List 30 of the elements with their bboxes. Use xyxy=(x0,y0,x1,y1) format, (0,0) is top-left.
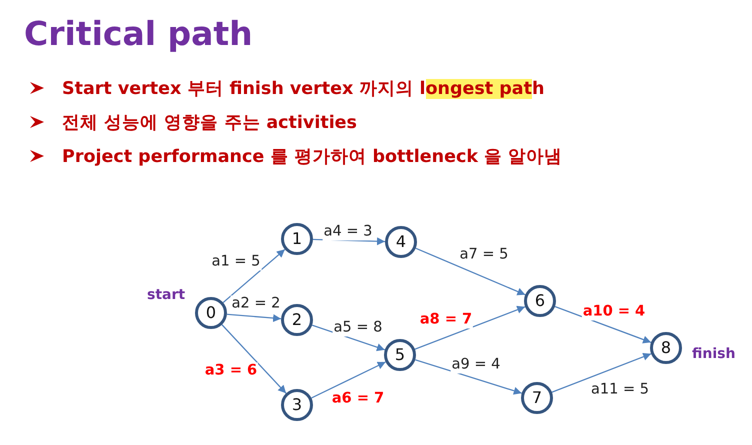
edge-label: a10 = 4 xyxy=(582,304,646,320)
vertex-caption: start xyxy=(147,287,186,303)
edge-label: a8 = 7 xyxy=(418,312,474,328)
vertex-circle: 2 xyxy=(281,304,313,336)
arrow xyxy=(414,306,526,350)
arrow xyxy=(222,248,286,304)
vertex-circle: 8 xyxy=(650,332,682,364)
slide-title: Critical path xyxy=(24,14,253,53)
edge-label: a1 = 5 xyxy=(210,254,262,270)
bullet-text: Start vertex 부터 finish vertex 까지의 longest path xyxy=(62,78,544,100)
arrow xyxy=(226,314,282,322)
vertex-circle: 0 xyxy=(195,297,227,329)
edge-label: a4 = 3 xyxy=(322,224,374,240)
arrow xyxy=(554,306,652,344)
edge-label: a9 = 4 xyxy=(450,356,502,374)
arrow xyxy=(221,324,287,394)
arrow xyxy=(552,352,652,393)
vertex-circle: 6 xyxy=(524,285,556,317)
arrow xyxy=(415,359,522,395)
vertex-circle: 4 xyxy=(385,226,417,258)
bullet-text: 전체 성능에 영향을 주는 activities xyxy=(62,112,357,134)
edge-label: a5 = 8 xyxy=(332,320,384,336)
bullet-text: Project performance 를 평가하여 bottleneck 을 알아냄 xyxy=(62,146,562,168)
vertex-circle: 5 xyxy=(384,339,416,371)
vertex-caption: finish xyxy=(692,346,736,362)
vertex-circle: 7 xyxy=(521,382,553,414)
arrow xyxy=(416,248,526,296)
arrow xyxy=(311,361,386,399)
vertex-circle: 1 xyxy=(281,223,313,255)
vertex-circle: 3 xyxy=(281,389,313,421)
